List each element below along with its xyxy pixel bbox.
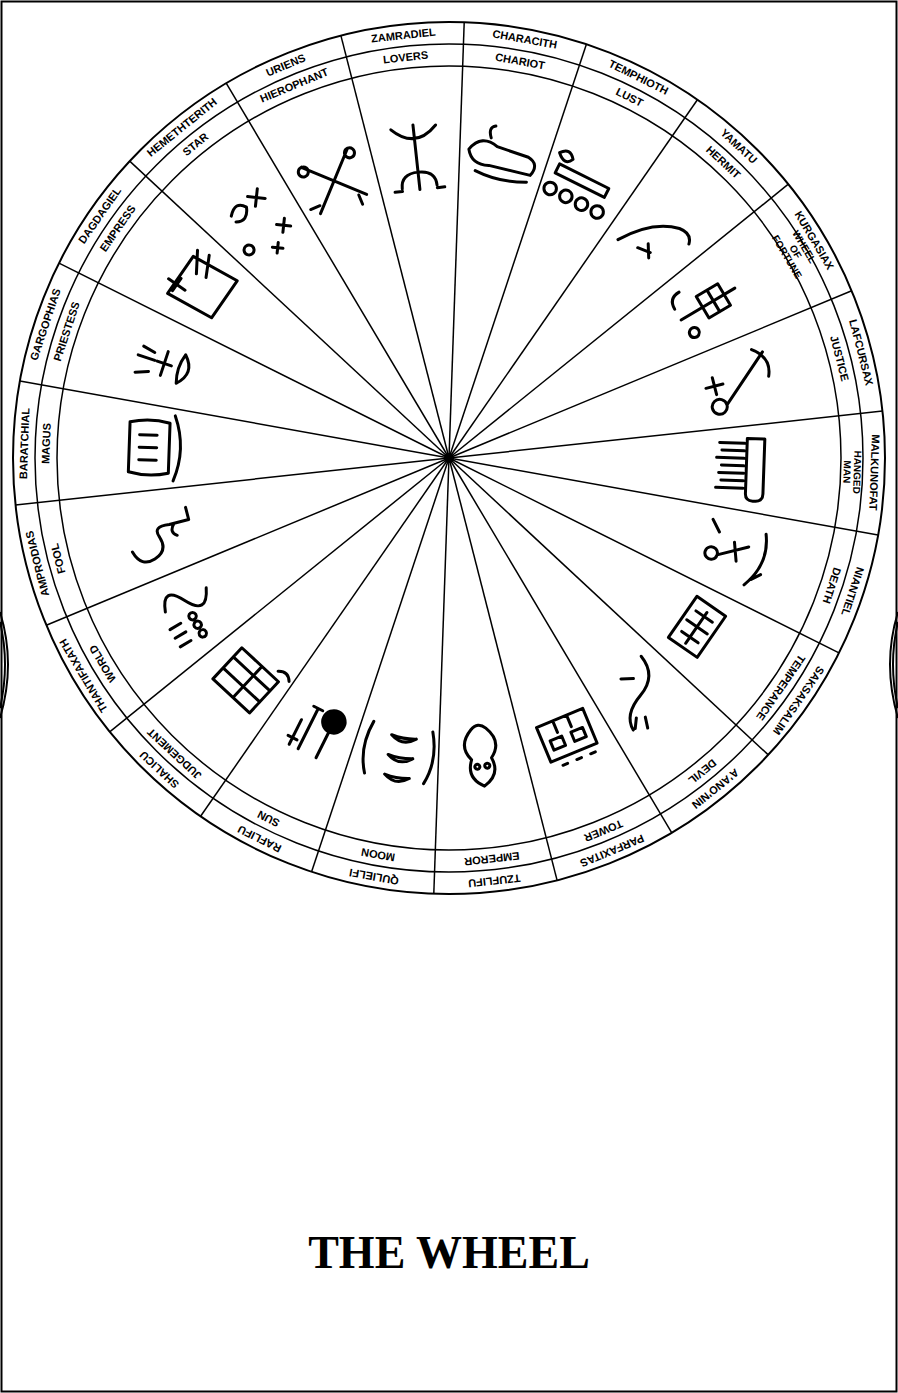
spoke-line <box>449 458 557 880</box>
outer-circle <box>13 22 885 894</box>
spirit-name: CHARACITH <box>491 29 557 51</box>
spoke-line <box>449 458 672 833</box>
spoke-line <box>46 458 449 625</box>
spirit-name: SAKSAKSALIM <box>771 664 826 737</box>
card-name: TEMPERANCE <box>754 653 807 723</box>
spirit-name: BARATCHIAL <box>18 407 31 479</box>
sigil-symbol <box>359 720 438 787</box>
sigil-symbol <box>218 187 298 269</box>
card-name: MAGUS <box>40 423 52 464</box>
spoke-line <box>201 458 449 816</box>
sigils <box>125 122 777 788</box>
card-name: JUSTICE <box>829 334 851 382</box>
spoke-line <box>449 22 464 458</box>
card-name: MOON <box>360 846 396 863</box>
spoke-line <box>20 381 449 458</box>
side-ornament <box>0 612 8 718</box>
card-name: CHARIOT <box>495 51 546 71</box>
sigil-symbol <box>600 656 679 736</box>
spoke-line <box>312 458 449 872</box>
sigil-symbol <box>213 639 292 718</box>
inner-circle <box>57 66 841 850</box>
spirit-name: THANTIFAXATH <box>57 636 109 713</box>
card-name: SUN <box>256 808 282 828</box>
spoke-line <box>449 100 697 458</box>
spirit-name: URIENS <box>265 52 308 78</box>
sigil-symbol <box>462 724 500 788</box>
sigil-symbol <box>537 708 600 769</box>
card-name: TOWER <box>582 817 624 843</box>
spirit-name: NIANTIEL <box>839 566 865 618</box>
sigil-symbol <box>294 146 374 223</box>
spoke-line <box>449 44 586 458</box>
sigil-symbol <box>668 596 725 657</box>
card-name: LOVERS <box>383 49 429 65</box>
spoke-line <box>449 184 788 458</box>
spirit-name: QULIELFI <box>348 866 399 886</box>
card-name: EMPEROR <box>464 850 520 867</box>
card-name: STAR <box>181 131 211 158</box>
spoke-line <box>16 458 450 505</box>
spirit-name: LAFCURSAX <box>847 318 874 386</box>
page-title: THE WHEEL <box>0 1226 898 1279</box>
spokes <box>16 22 883 893</box>
sigil-symbol <box>699 347 777 417</box>
spoke-line <box>110 458 449 732</box>
sigil-symbol <box>541 148 622 220</box>
sigil-symbol <box>668 267 746 340</box>
sigil-symbol <box>128 414 181 481</box>
sigil-symbol <box>388 122 445 192</box>
sigil-symbol <box>125 507 196 565</box>
sigil-symbol <box>697 517 774 589</box>
spoke-line <box>449 411 883 458</box>
spoke-line <box>449 458 768 755</box>
sigil-symbol <box>618 202 693 277</box>
sigil-symbol <box>285 696 349 763</box>
spoke-line <box>226 83 449 458</box>
spoke-line <box>434 458 449 894</box>
sigil-symbol <box>161 244 240 322</box>
center-dot <box>444 453 454 463</box>
spirit-name: ZAMRADIEL <box>370 27 436 45</box>
card-name: FOOL <box>49 542 67 574</box>
spirit-name: TZUFLIFU <box>468 872 521 889</box>
sigil-symbol <box>133 341 193 388</box>
sigil-symbol <box>715 437 765 501</box>
sigil-symbol <box>155 577 228 650</box>
spoke-line <box>341 36 449 458</box>
spirit-name: AMPRODIAS <box>24 529 51 597</box>
card-name: LUST <box>614 86 645 109</box>
sigil-symbol <box>465 122 541 185</box>
card-name: DEATH <box>820 566 842 605</box>
card-name: HANGED MAN <box>841 450 863 494</box>
spirit-name: MALKUNOFAT <box>867 435 881 512</box>
spoke-line <box>130 161 449 458</box>
ring-circle <box>35 44 863 872</box>
spoke-line <box>449 291 852 458</box>
spoke-line <box>449 458 878 535</box>
side-ornament <box>890 612 898 718</box>
